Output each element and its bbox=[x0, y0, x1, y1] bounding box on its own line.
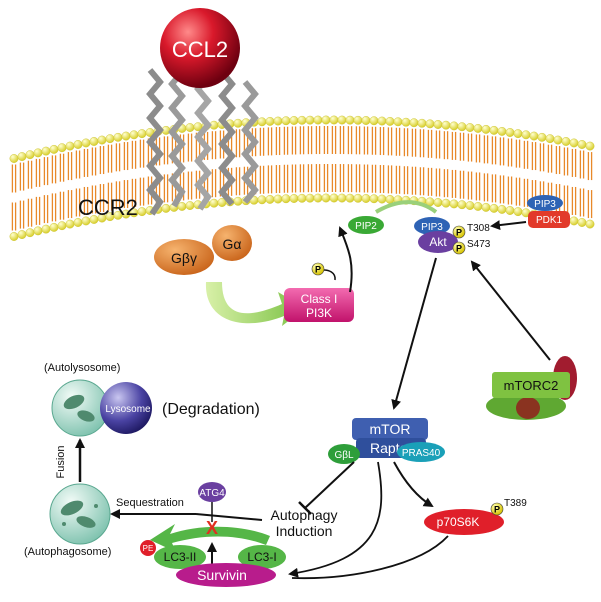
svg-text:PIP2: PIP2 bbox=[355, 221, 377, 232]
mtorc1-to-survivin-arrow bbox=[288, 461, 383, 578]
akt-to-mtorc1-arrow bbox=[391, 257, 437, 410]
svg-text:PE: PE bbox=[143, 544, 154, 553]
akt-s473-label: S473 bbox=[467, 239, 491, 250]
mtorc2: mTORC2 bbox=[486, 356, 577, 420]
akt-t308-label: T308 bbox=[467, 223, 490, 234]
autolysosome: Lysosome bbox=[51, 379, 152, 437]
inhibition-bar bbox=[298, 501, 312, 515]
svg-text:Class I: Class I bbox=[301, 292, 338, 306]
autolysosome-label: (Autolysosome) bbox=[44, 362, 120, 374]
survivin: Survivin bbox=[176, 563, 276, 587]
p70s6k: p70S6K P T389 bbox=[424, 498, 527, 535]
svg-text:Gβγ: Gβγ bbox=[171, 250, 197, 266]
mtorc1-complex: mTOR Raptor GβL PRAS40 bbox=[328, 418, 445, 464]
sequestration-label: Sequestration bbox=[116, 497, 184, 509]
g-beta-gamma: Gβγ bbox=[154, 239, 214, 275]
degradation-label: (Degradation) bbox=[162, 401, 260, 418]
svg-text:PI3K: PI3K bbox=[306, 306, 332, 320]
svg-text:LC3-II: LC3-II bbox=[164, 550, 197, 564]
svg-text:LC3-I: LC3-I bbox=[247, 550, 276, 564]
svg-text:P: P bbox=[315, 265, 321, 275]
activation-arrow-green bbox=[205, 282, 305, 326]
ccr2-label: CCR2 bbox=[78, 195, 138, 220]
phospho-p-pi3k: P bbox=[311, 262, 325, 276]
mtorc1-inhibits-autophagy bbox=[304, 461, 355, 509]
svg-text:mTORC2: mTORC2 bbox=[504, 378, 559, 393]
pdk1-to-akt-arrow bbox=[490, 220, 527, 231]
svg-text:PDK1: PDK1 bbox=[536, 215, 563, 226]
pip2-to-pip3-conversion bbox=[374, 200, 438, 214]
svg-text:Akt: Akt bbox=[429, 235, 447, 249]
ccl2-ligand: CCL2 bbox=[160, 8, 240, 88]
svg-text:PRAS40: PRAS40 bbox=[402, 448, 441, 459]
lysosome-label: Lysosome bbox=[105, 404, 151, 415]
svg-text:mTOR: mTOR bbox=[370, 421, 411, 437]
pi3k-to-pip2-arrow bbox=[338, 226, 353, 293]
lc3-ii: PE LC3-II bbox=[140, 540, 206, 569]
mtorc2-to-akt-arrow bbox=[470, 260, 551, 361]
mtorc1-to-p70s6k-arrow bbox=[393, 461, 434, 508]
svg-text:Survivin: Survivin bbox=[197, 567, 247, 583]
induction-to-sequestration-line bbox=[195, 513, 263, 521]
phospho-transfer-line bbox=[323, 269, 336, 281]
svg-text:ATG4: ATG4 bbox=[199, 488, 225, 499]
p70s6k-t389-label: T389 bbox=[504, 498, 527, 509]
svg-text:PIP3: PIP3 bbox=[534, 199, 556, 210]
svg-text:p70S6K: p70S6K bbox=[437, 515, 480, 529]
class-i-pi3k: Class I PI3K bbox=[284, 288, 354, 322]
autophagy-label: Autophagy bbox=[271, 507, 338, 523]
lc3-conversion-arrow bbox=[150, 524, 270, 552]
cell-membrane bbox=[9, 115, 595, 241]
atg4: ATG4 bbox=[198, 482, 226, 502]
p70s6k-to-survivin-line bbox=[291, 535, 449, 580]
svg-text:P: P bbox=[456, 244, 462, 254]
autophagosome bbox=[49, 483, 111, 545]
g-alpha: Gα bbox=[212, 225, 252, 261]
block-x-mark: X bbox=[206, 518, 218, 538]
svg-text:Gα: Gα bbox=[223, 236, 242, 252]
autophagosome-label: (Autophagosome) bbox=[24, 546, 111, 558]
pip2: PIP2 bbox=[348, 216, 384, 234]
akt-complex: PIP3 Akt P P T308 S473 bbox=[414, 217, 491, 255]
svg-text:P: P bbox=[456, 228, 462, 238]
ccr2-receptor bbox=[146, 58, 259, 216]
svg-text:P: P bbox=[494, 505, 500, 515]
svg-text:PIP3: PIP3 bbox=[421, 222, 443, 233]
ccl2-label: CCL2 bbox=[172, 37, 228, 62]
pdk1-complex: PIP3 PDK1 bbox=[527, 195, 570, 228]
induction-label: Induction bbox=[276, 523, 333, 539]
fusion-label: Fusion bbox=[55, 445, 67, 478]
lc3-i: LC3-I bbox=[238, 545, 286, 569]
svg-text:GβL: GβL bbox=[334, 450, 354, 461]
